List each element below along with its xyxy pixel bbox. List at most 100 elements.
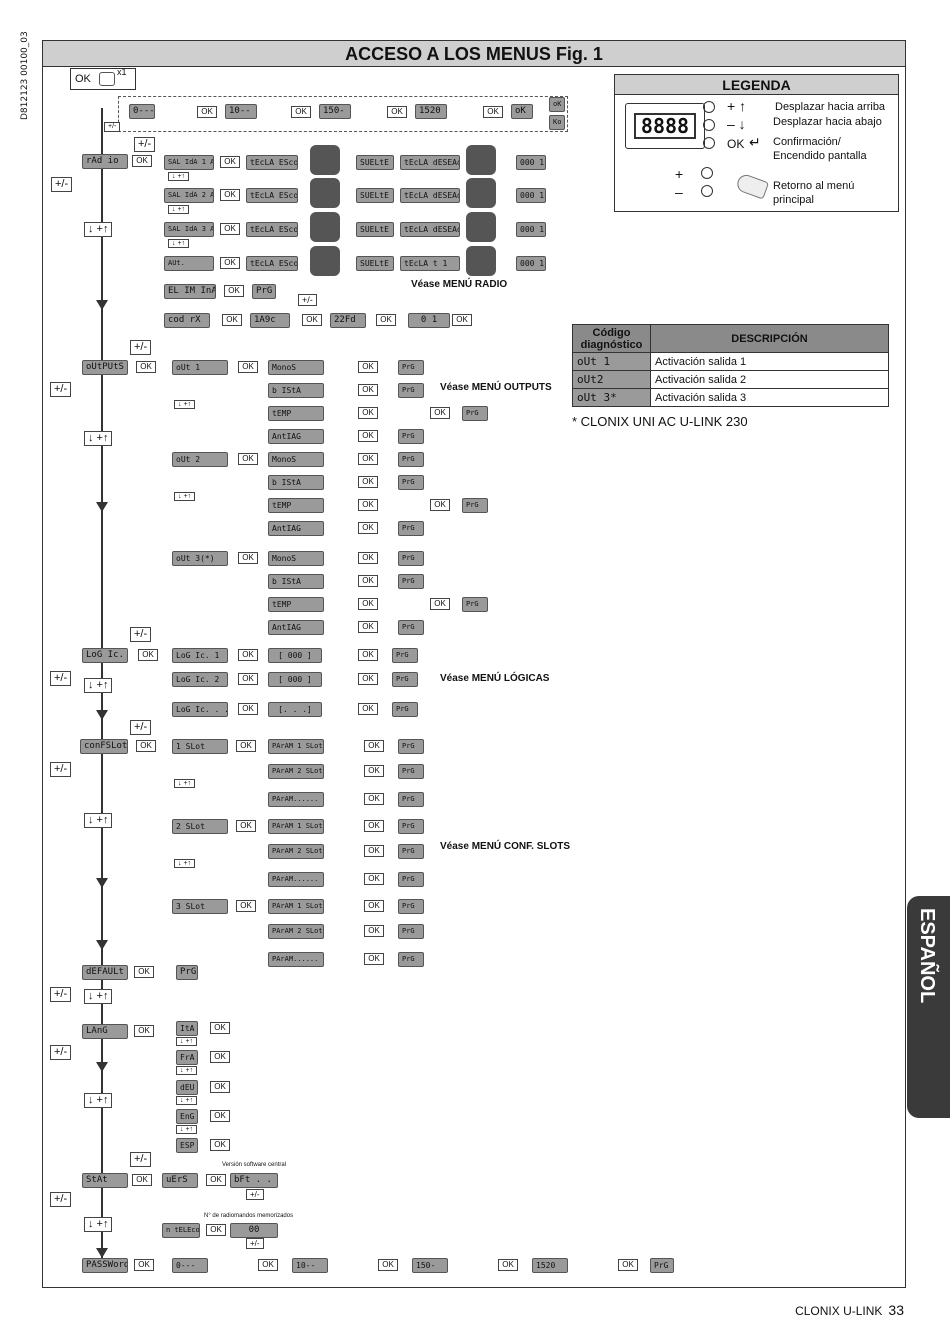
menu-outputs: oUtPUtS [82, 360, 128, 375]
password-ok-badge: oK [549, 97, 565, 112]
ok-key: OK [498, 1259, 518, 1271]
plusminus-key: +/- [134, 137, 156, 152]
ok-key: OK [134, 1259, 154, 1271]
slot-item: 2 SLot [172, 819, 228, 834]
ok-key: OK [206, 1224, 226, 1236]
ok-key: OK [136, 740, 156, 752]
stat-vers-note: Versión software central [222, 1162, 287, 1168]
start-ok-label: OK [75, 73, 91, 85]
password-step: 1520 [415, 104, 447, 119]
updown-key: ↓ +↑ [84, 678, 113, 693]
ok-key: OK [238, 703, 258, 715]
diag-desc: Activación salida 1 [650, 352, 889, 371]
output-prg: PrG [398, 452, 424, 467]
output-mode: AntIAG [268, 620, 324, 635]
ok-key: OK [210, 1081, 230, 1093]
slot-param: PArAM 2 SLot2 [268, 924, 324, 939]
radio-cod-step: 22Fd [330, 313, 366, 328]
updown-key: ↓ +↑ [168, 205, 190, 214]
slot-param: PArAM...... [268, 872, 324, 887]
start-x1-label: x1 [117, 67, 127, 77]
password-step: 10-- [225, 104, 257, 119]
ok-key: OK [358, 703, 378, 715]
ok-key: OK [132, 1174, 152, 1186]
menu-logic: LoG Ic. [82, 648, 128, 663]
ok-key: OK [358, 522, 378, 534]
stat-vers: uErS [162, 1173, 198, 1188]
radio-step: tEcLA EScond [246, 256, 298, 271]
start-box: OK x1 [70, 67, 136, 90]
ok-key: OK [358, 552, 378, 564]
slot-param: PArAM...... [268, 792, 324, 807]
output-item: oUt 1 [172, 360, 228, 375]
ok-key: OK [364, 953, 384, 965]
updown-key: ↓ +↑ [174, 400, 196, 409]
output-prg: PrG [398, 429, 424, 444]
radio-cod-step: 0 1 [408, 313, 450, 328]
plusminus-key: +/- [130, 340, 152, 355]
ok-key: OK [210, 1022, 230, 1034]
output-mode: tEMP [268, 597, 324, 612]
logic-value: [ 000 ] [268, 648, 322, 663]
remote-hand-icon [310, 145, 340, 175]
stat-bft: bFt . . . [230, 1173, 278, 1188]
table-header-code: Código diagnóstico [572, 324, 651, 353]
ok-key: OK [358, 476, 378, 488]
radio-step: tEcLA EScond [246, 155, 298, 170]
ok-key: OK [210, 1051, 230, 1063]
outputs-note: Véase MENÚ OUTPUTS [440, 382, 552, 393]
updown-key: ↓ +↑ [168, 239, 190, 248]
ok-key: OK [387, 106, 407, 118]
plus-minus-icon: + – [675, 166, 684, 200]
lang-option: dEU [176, 1080, 198, 1095]
slot-param: PArAM 1 SLot 1 [268, 739, 324, 754]
output-mode: MonoS [268, 551, 324, 566]
remote-hand-icon [466, 178, 496, 208]
lang-option: FrA [176, 1050, 198, 1065]
radio-code: 000 1 [516, 155, 546, 170]
password-step: 10-- [292, 1258, 328, 1273]
radio-step: SUELtE [356, 256, 394, 271]
updown-key: ↓ +↑ [84, 431, 113, 446]
plus-button-icon [701, 167, 713, 179]
language-tab: ESPAÑOL [907, 896, 950, 1118]
updown-key: ↓ +↑ [176, 1066, 198, 1075]
flow-arrow [96, 878, 108, 888]
password-prg: PrG [650, 1258, 674, 1273]
up-button-icon [703, 101, 715, 113]
table-row: oUt 3* Activación salida 3 [572, 388, 889, 407]
updown-key: ↓ +↑ [84, 989, 113, 1004]
ok-key: OK [220, 223, 240, 235]
output-prg: PrG [462, 597, 488, 612]
output-mode: AntIAG [268, 429, 324, 444]
radio-item: SAL IdA 2 AnAd [164, 188, 214, 203]
updown-key: ↓ +↑ [84, 813, 113, 828]
slot-item: 1 SLot [172, 739, 228, 754]
ok-key: OK [358, 575, 378, 587]
ok-key: OK [291, 106, 311, 118]
diag-code: oUt2 [572, 370, 651, 389]
radio-item: AUt. [164, 256, 214, 271]
radio-step: tEcLA t 1 [400, 256, 460, 271]
radio-item: SAL IdA 3 AnAd(*) [164, 222, 214, 237]
radio-step: SUELtE [356, 222, 394, 237]
plusminus-key: +/- [50, 671, 72, 686]
password-step: 0--- [172, 1258, 208, 1273]
table-header-desc: DESCRIPCIÓN [650, 324, 889, 353]
radio-cod-step: 1A9c [250, 313, 290, 328]
output-mode: MonoS [268, 360, 324, 375]
output-mode: b IStA [268, 475, 324, 490]
ok-key: OK [220, 189, 240, 201]
ok-key: OK [618, 1259, 638, 1271]
radio-step: tEcLA EScond [246, 188, 298, 203]
minus-button-icon [701, 185, 713, 197]
radio-prg: PrG [252, 284, 276, 299]
table-row: oUt2 Activación salida 2 [572, 370, 889, 389]
stat-radio-note: N° de radiomandos memorizados [204, 1213, 294, 1219]
ok-key: OK [206, 1174, 226, 1186]
updown-key: ↓ +↑ [84, 1217, 113, 1232]
flow-arrow [96, 1062, 108, 1072]
plusminus-key: +/- [50, 1192, 72, 1207]
menu-password: PASSWord [82, 1258, 128, 1273]
output-prg: PrG [398, 521, 424, 536]
